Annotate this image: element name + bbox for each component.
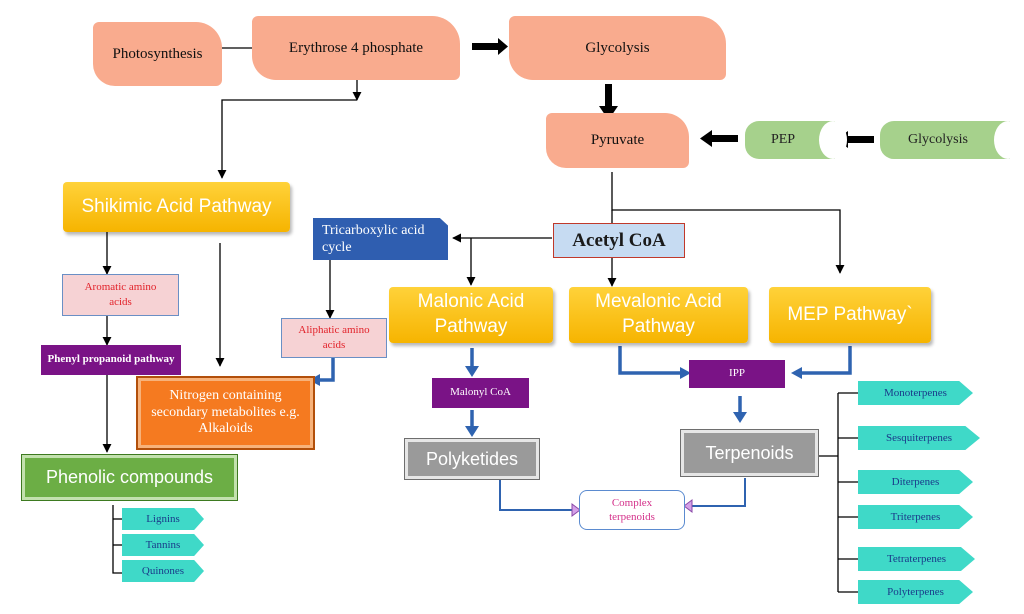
- aromatic-amino-acids-node: Aromatic amino acids: [62, 274, 179, 316]
- shikimic-acid-pathway-node: Shikimic Acid Pathway: [63, 182, 290, 232]
- phenolic-product-lignins: Lignins: [122, 508, 204, 530]
- ipp-node: IPP: [689, 360, 785, 388]
- terpene-class-polyterpenes: Polyterpenes: [858, 580, 973, 604]
- glycolysis-top-node: Glycolysis: [509, 16, 726, 80]
- pyruvate-node: Pyruvate: [546, 113, 689, 168]
- phenolic-product-tannins: Tannins: [122, 534, 204, 556]
- mevalonic-acid-pathway-node: Mevalonic Acid Pathway: [569, 287, 748, 343]
- terpene-class-diterpenes: Diterpenes: [858, 470, 973, 494]
- terpene-class-triterpenes: Triterpenes: [858, 505, 973, 529]
- polyketides-node: Polyketides: [404, 438, 540, 480]
- glycolysis-right-label: Glycolysis: [908, 132, 968, 147]
- malonyl-coa-node: Malonyl CoA: [432, 378, 529, 408]
- aliphatic-amino-acids-node: Aliphatic amino acids: [281, 318, 387, 358]
- acetyl-coa-node: Acetyl CoA: [553, 223, 685, 258]
- terpene-class-sesquiterpenes: Sesquiterpenes: [858, 426, 980, 450]
- terpene-class-monoterpenes: Monoterpenes: [858, 381, 973, 405]
- pep-node: PEP: [745, 121, 847, 159]
- phenyl-propanoid-pathway-node: Phenyl propanoid pathway: [41, 345, 181, 375]
- tricarboxylic-acid-cycle-node: Tricarboxylic acid cycle: [313, 218, 448, 260]
- terpene-class-tetraterpenes: Tetraterpenes: [858, 547, 975, 571]
- phenolic-compounds-node: Phenolic compounds: [21, 454, 238, 501]
- pep-label: PEP: [770, 132, 796, 147]
- phenolic-product-quinones: Quinones: [122, 560, 204, 582]
- nitrogen-metabolites-node: Nitrogen containing secondary metabolite…: [136, 376, 315, 450]
- photosynthesis-node: Photosynthesis: [93, 22, 222, 86]
- complex-terpenoids-node: Complex terpenoids: [579, 490, 685, 530]
- glycolysis-right-node: Glycolysis: [880, 121, 1022, 159]
- erythrose-4-phosphate-node: Erythrose 4 phosphate: [252, 16, 460, 80]
- mep-pathway-node: MEP Pathway`: [769, 287, 931, 343]
- terpenoids-node: Terpenoids: [680, 429, 819, 477]
- malonic-acid-pathway-node: Malonic Acid Pathway: [389, 287, 553, 343]
